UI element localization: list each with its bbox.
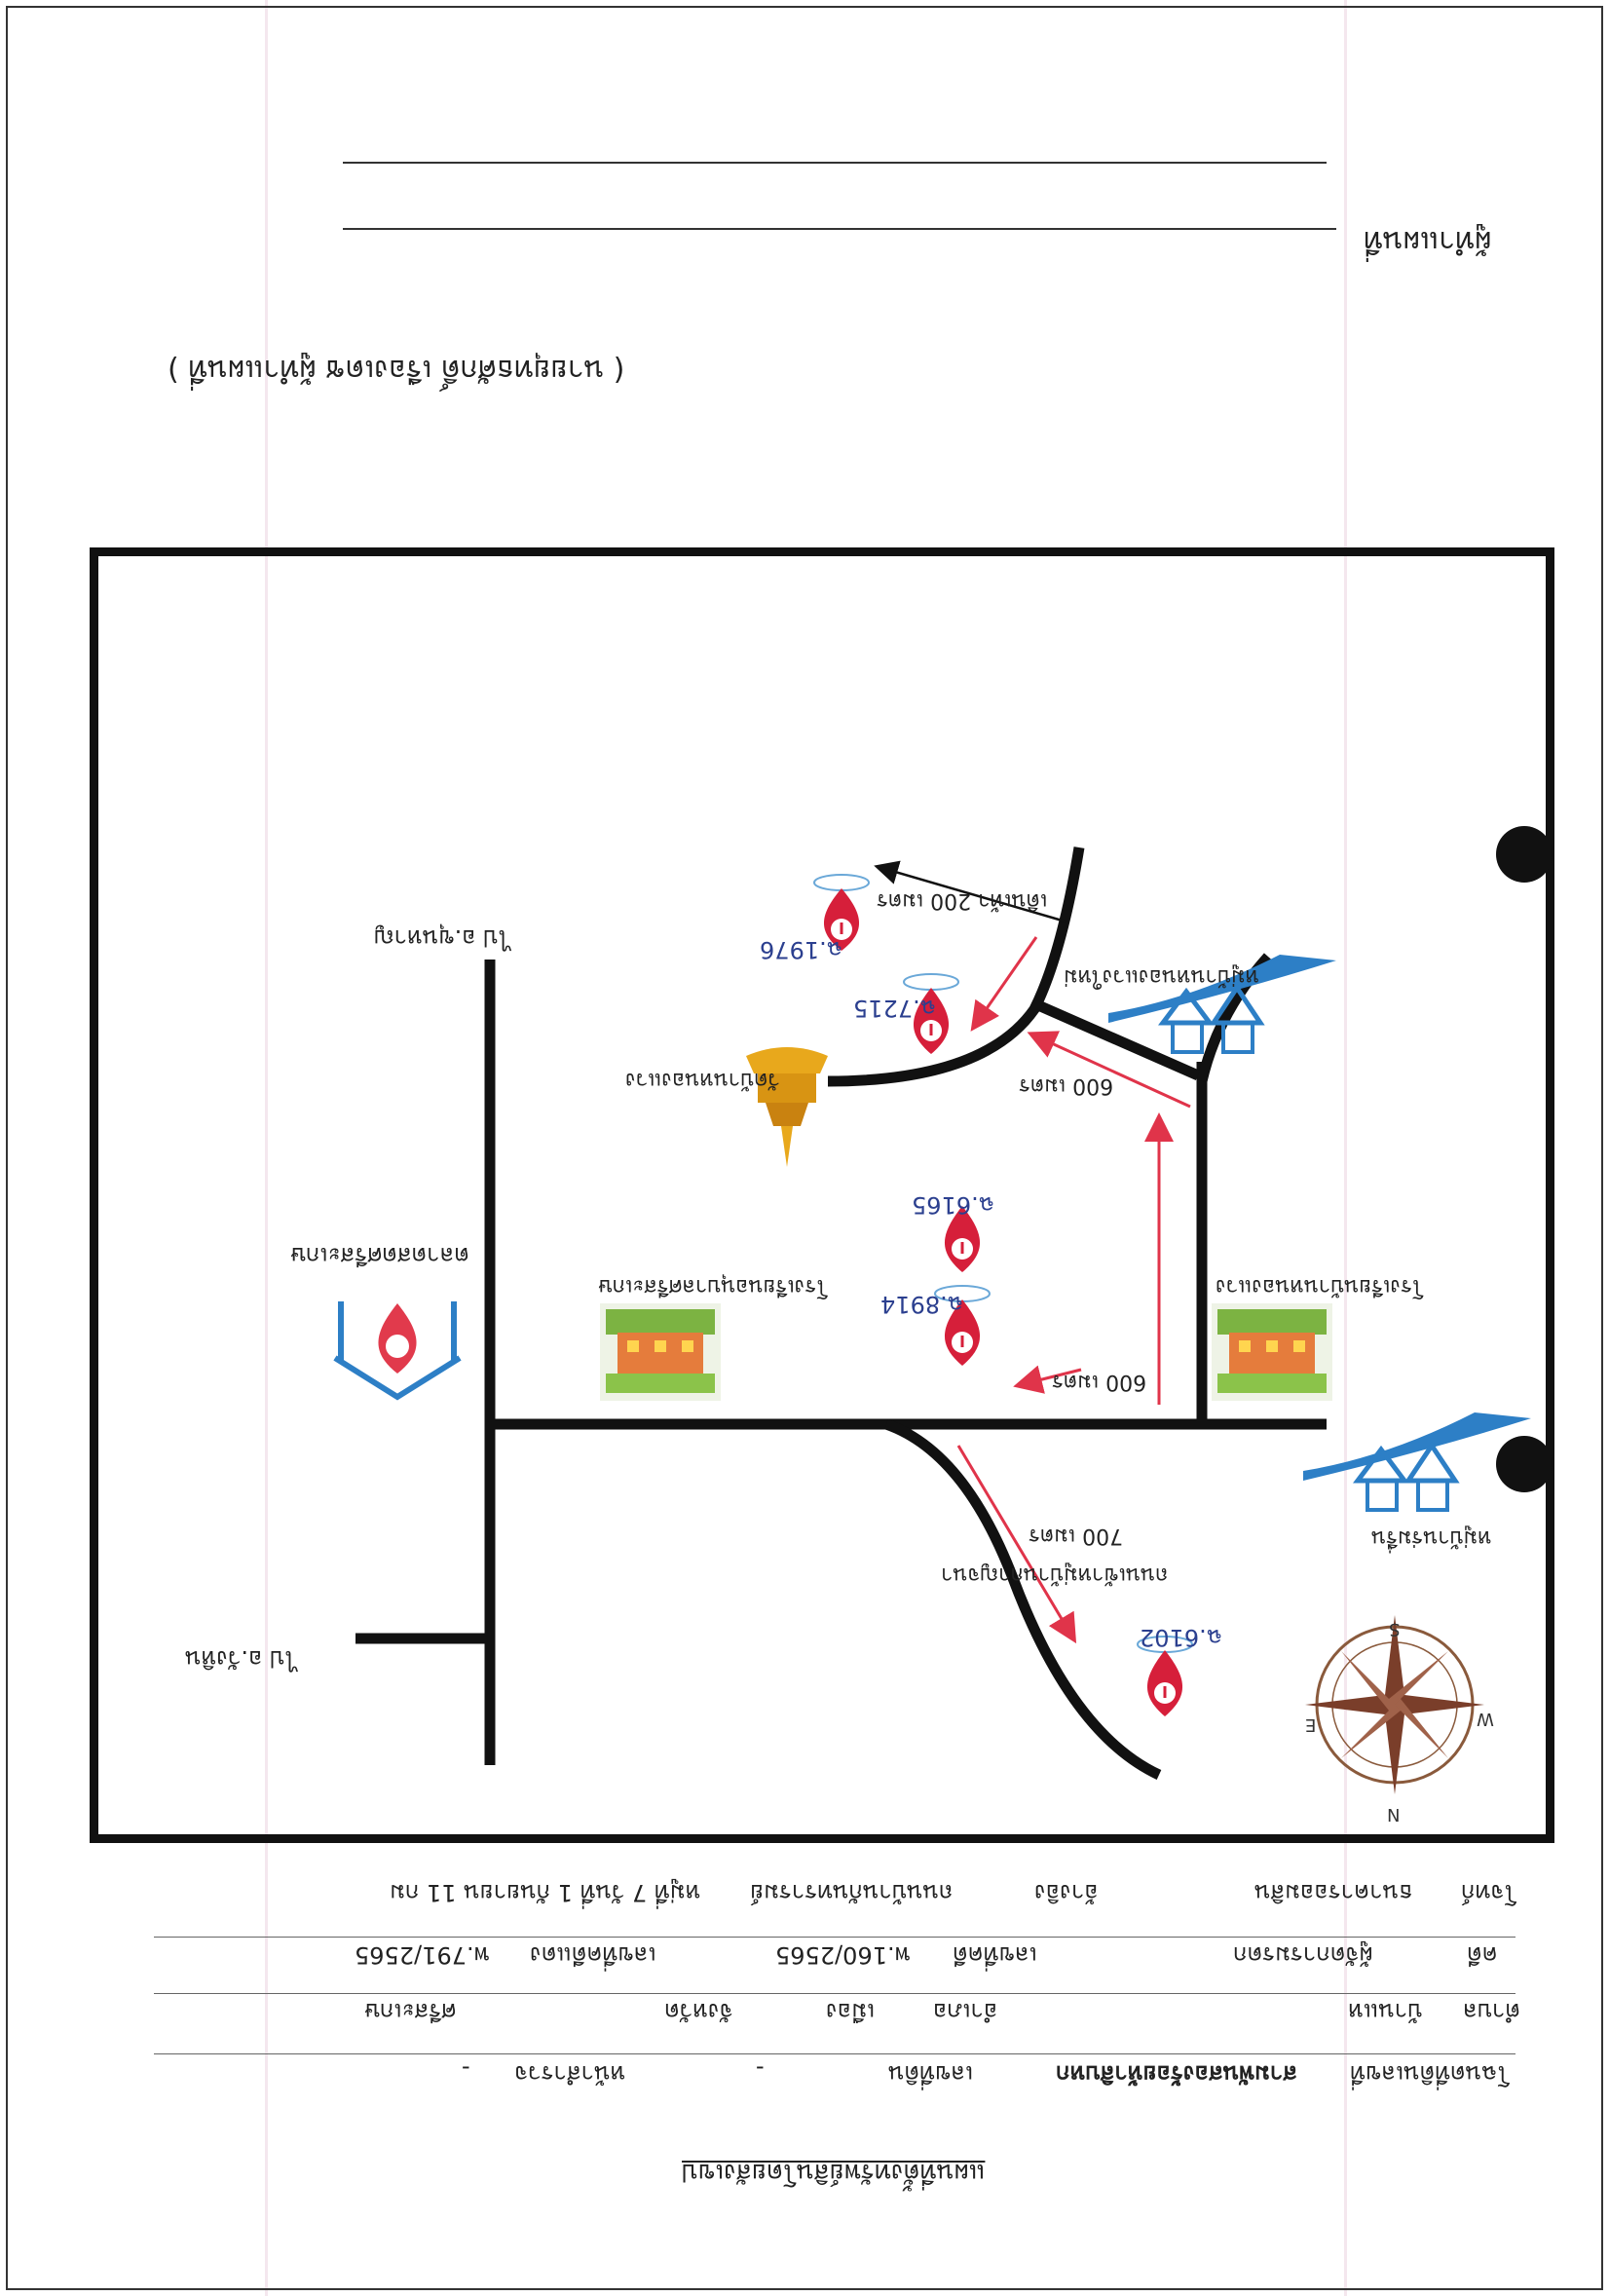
compass-e: E: [1305, 1714, 1317, 1735]
row3-label-case-no: เลขที่คดี: [953, 1941, 1037, 1969]
market-icon: [333, 1301, 462, 1401]
row1-value-survey: -: [462, 2055, 470, 2083]
row4-note: หมู่ที่ 7 วันที่ 1 กันยายน 11 กม: [390, 1879, 701, 1906]
label-village-top: หมู่บ้านหนองแวงใหม่: [1064, 964, 1259, 989]
row4-value-plaintiff: ธนาคารออมสิน: [1254, 1879, 1413, 1906]
document-title: แผนที่ตั้งทรัพย์สินโดยสังเขป: [682, 2158, 986, 2187]
label-school-center: โรงเรียนอนุบาลศรีสะเกษ: [598, 1274, 829, 1299]
fold-line-right: [1344, 0, 1347, 2296]
form-line-2: [154, 1993, 1515, 1994]
label-fresh-market: ตลาดสดศรีสะเกษ: [290, 1242, 469, 1269]
parcel-label-6102: ฉ.6102: [1140, 1624, 1223, 1651]
row2-label-district: อำเภอ: [933, 1998, 998, 2025]
arrow-to-connector: [1027, 1031, 1191, 1109]
parcel-label-7215: ฉ.7215: [853, 995, 937, 1022]
label-distance-600-top: 600 เมตร: [1019, 1073, 1114, 1098]
label-walk-200: เดินเท้า 200 เมตร: [877, 888, 1048, 913]
parcel-pin-8914: [934, 1285, 991, 1366]
label-to-wanghin: ไป อ.วังหิน: [185, 1645, 297, 1673]
arrow-left-600: [1013, 1365, 1082, 1394]
row3-value-case-no: พ.160/2565: [775, 1941, 911, 1969]
arrow-walk-200: [874, 860, 1066, 923]
parcel-pin-6165: [944, 1206, 981, 1272]
binder-hole-top: [1496, 826, 1553, 883]
map-frame: [90, 547, 1554, 1843]
row3-label-red-case: เลขที่คดีแดง: [530, 1941, 656, 1969]
row1-value-deed: สามพันสองร้อยห้าสิบหก: [1056, 2060, 1297, 2088]
parcel-pin-6102: [1137, 1636, 1193, 1716]
binder-hole-bottom: [1496, 1436, 1553, 1492]
label-to-khunhan: ไป อ.ขุนหาญ: [374, 924, 510, 952]
village-top-icon: [1108, 955, 1336, 1054]
row2-label-province: จังหวัด: [664, 1998, 733, 2025]
roads: [355, 847, 1327, 1780]
row2-value-district: เมือง: [826, 1998, 876, 2025]
route-arrows: [956, 936, 1191, 1644]
signature-line-1: [343, 162, 1327, 164]
signature-line-2: [343, 228, 1336, 230]
compass-w: W: [1477, 1709, 1494, 1729]
parcel-pin-7215: [903, 973, 959, 1054]
row2-label-subdistrict: ตำบล: [1463, 1998, 1521, 2025]
label-village-right: หมู่บ้านร่มรื่น: [1371, 1525, 1492, 1550]
page-border: [6, 6, 1603, 2290]
road-diagonal-connector: [1035, 999, 1201, 1081]
parcel-label-6165: ฉ.6165: [912, 1191, 995, 1219]
row3-label-case: คดี: [1467, 1941, 1498, 1969]
compass-rose: [1305, 1615, 1484, 1794]
label-distance-700: 700 เมตร: [1029, 1524, 1124, 1548]
row2-value-subdistrict: บ้านแห: [1348, 1998, 1423, 2025]
village-right-icon: [1303, 1412, 1531, 1512]
school-right-icon: [1212, 1303, 1332, 1401]
row1-value-land-no: -: [756, 2055, 765, 2083]
temple-icon: [746, 1047, 828, 1167]
row1-label-land-no: เลขที่ดิน: [888, 2060, 974, 2088]
row4-label-plaintiff: โจทก์: [1461, 1879, 1517, 1906]
label-road-bottom: ถนนเข้าหมู่บ้านกาญจนา: [941, 1562, 1169, 1587]
parcel-label-1976: ฉ.1976: [760, 936, 843, 963]
road-bottom-curve: [884, 1418, 1162, 1780]
form-line-3: [154, 2053, 1515, 2054]
school-center-icon: [600, 1303, 721, 1401]
compass-n: N: [1387, 1804, 1401, 1825]
arrow-to-parcel-7215: [970, 936, 1038, 1032]
parcel-pin-1976: [813, 874, 870, 951]
row3-value-case: ผู้จัดการมรดก: [1233, 1941, 1373, 1969]
row3-value-red-case: พ.791/2565: [355, 1941, 490, 1969]
row2-value-province: ศรีสะเกษ: [364, 1998, 457, 2025]
form-line-1: [154, 1937, 1515, 1938]
row4-value-reference: ถนนบ้านกันทรารมย์: [750, 1879, 954, 1906]
label-school-right: โรงเรียนบ้านหนองแวง: [1216, 1274, 1424, 1299]
row1-label-deed: โฉนดที่ดินเลขที่: [1350, 2060, 1511, 2088]
compass-s: S: [1389, 1619, 1401, 1639]
road-top-curve: [827, 847, 1085, 1087]
label-distance-600-mid: 600 เมตร: [1052, 1370, 1147, 1394]
label-temple: วัดบ้านหนองแวง: [625, 1068, 780, 1092]
parcel-label-8914: ฉ.8914: [880, 1291, 964, 1318]
fold-line-left: [265, 0, 268, 2296]
arrow-bottom-700: [956, 1445, 1077, 1644]
row4-label-reference: อ้างอิง: [1034, 1879, 1099, 1906]
row1-label-survey: หน้าสำรวจ: [514, 2060, 626, 2088]
